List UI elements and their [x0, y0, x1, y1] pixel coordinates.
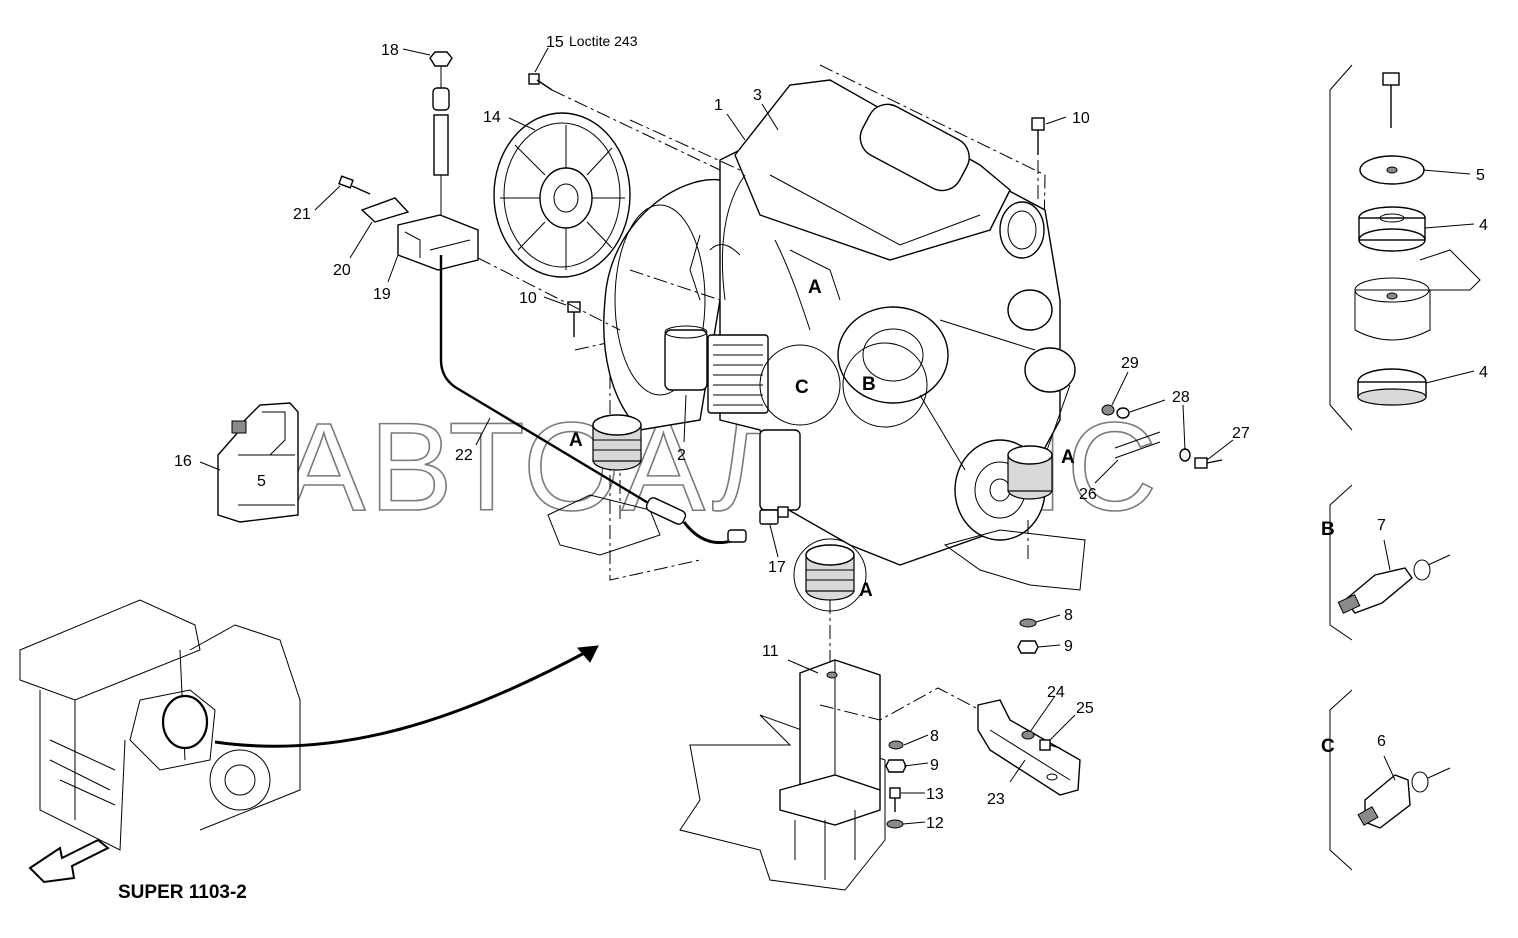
callout-27: 27 — [1232, 425, 1250, 442]
callout-28: 28 — [1172, 389, 1190, 406]
bracket-23 — [977, 699, 1081, 796]
callout-19: 19 — [373, 286, 391, 303]
callout-17: 17 — [768, 559, 786, 576]
callout-8-right: 8 — [1064, 607, 1073, 624]
detail-panel-c-letter: C — [1321, 736, 1335, 757]
callout-15: 15 — [546, 34, 564, 51]
callout-22: 22 — [455, 447, 473, 464]
detail-panel-a — [1329, 64, 1481, 431]
callout-1: 1 — [714, 97, 723, 114]
fasteners — [885, 404, 1223, 829]
callout-13: 13 — [926, 786, 944, 803]
engine-mount-left — [592, 414, 642, 471]
callout-11: 11 — [762, 643, 779, 660]
callout-12: 12 — [926, 815, 944, 832]
callout-20: 20 — [333, 262, 351, 279]
detail-letter-c: C — [795, 377, 809, 398]
callout-labels: 1 2 3 4 4 5 6 7 8 8 9 9 10 10 11 12 13 1… — [174, 33, 1488, 832]
callout-8-bottom: 8 — [930, 728, 939, 745]
oil-can-16: 5 — [217, 402, 299, 523]
bolt-10-top — [1031, 117, 1045, 200]
flex-plate-14 — [493, 112, 741, 301]
callout-18: 18 — [381, 42, 399, 59]
detail-panel-c — [1329, 689, 1451, 871]
callout-24: 24 — [1047, 684, 1065, 701]
callout-7: 7 — [1377, 517, 1386, 534]
detail-letter-b: B — [862, 374, 876, 395]
detail-panel-b-letter: B — [1321, 519, 1335, 540]
detail-letter-a-right: A — [1061, 447, 1075, 468]
model-title: SUPER 1103-2 — [118, 882, 247, 903]
detail-panel-b — [1329, 484, 1451, 641]
callout-23: 23 — [987, 791, 1005, 808]
callout-25: 25 — [1076, 700, 1094, 717]
bolt-10-left — [567, 301, 581, 337]
detail-letter-a-top: A — [808, 277, 822, 298]
callout-2: 2 — [677, 447, 686, 464]
bolt-15 — [528, 73, 721, 171]
support-bracket-11 — [679, 659, 981, 891]
callout-3: 3 — [753, 87, 762, 104]
dipstick-assembly — [338, 51, 747, 545]
callout-10-left: 10 — [519, 290, 537, 307]
callout-6: 6 — [1377, 733, 1386, 750]
engine-mount-front — [793, 538, 867, 612]
callout-9-bottom: 9 — [930, 757, 939, 774]
callout-10-top: 10 — [1072, 110, 1090, 127]
engine-assembly — [547, 64, 1086, 700]
callout-21: 21 — [293, 206, 311, 223]
detail-letter-a-front: A — [859, 580, 873, 601]
callout-16: 16 — [174, 453, 192, 470]
detail-letters: A A A A B C B C — [569, 277, 1335, 757]
detail-letter-a-left: A — [569, 430, 583, 451]
callout-29: 29 — [1121, 355, 1139, 372]
loctite-note: Loctite 243 — [569, 33, 638, 49]
sensor-17 — [759, 506, 789, 525]
leader-lines — [199, 47, 1475, 825]
callout-9-right: 9 — [1064, 638, 1073, 655]
callout-26: 26 — [1079, 486, 1097, 503]
machine-thumbnail — [19, 599, 599, 884]
callout-4-bottom: 4 — [1479, 364, 1488, 381]
oil-can-volume-label: 5 — [257, 473, 266, 490]
callout-5: 5 — [1476, 167, 1485, 184]
callout-14: 14 — [483, 109, 501, 126]
callout-4-top: 4 — [1479, 217, 1488, 234]
engine-mount-right — [1007, 445, 1053, 500]
